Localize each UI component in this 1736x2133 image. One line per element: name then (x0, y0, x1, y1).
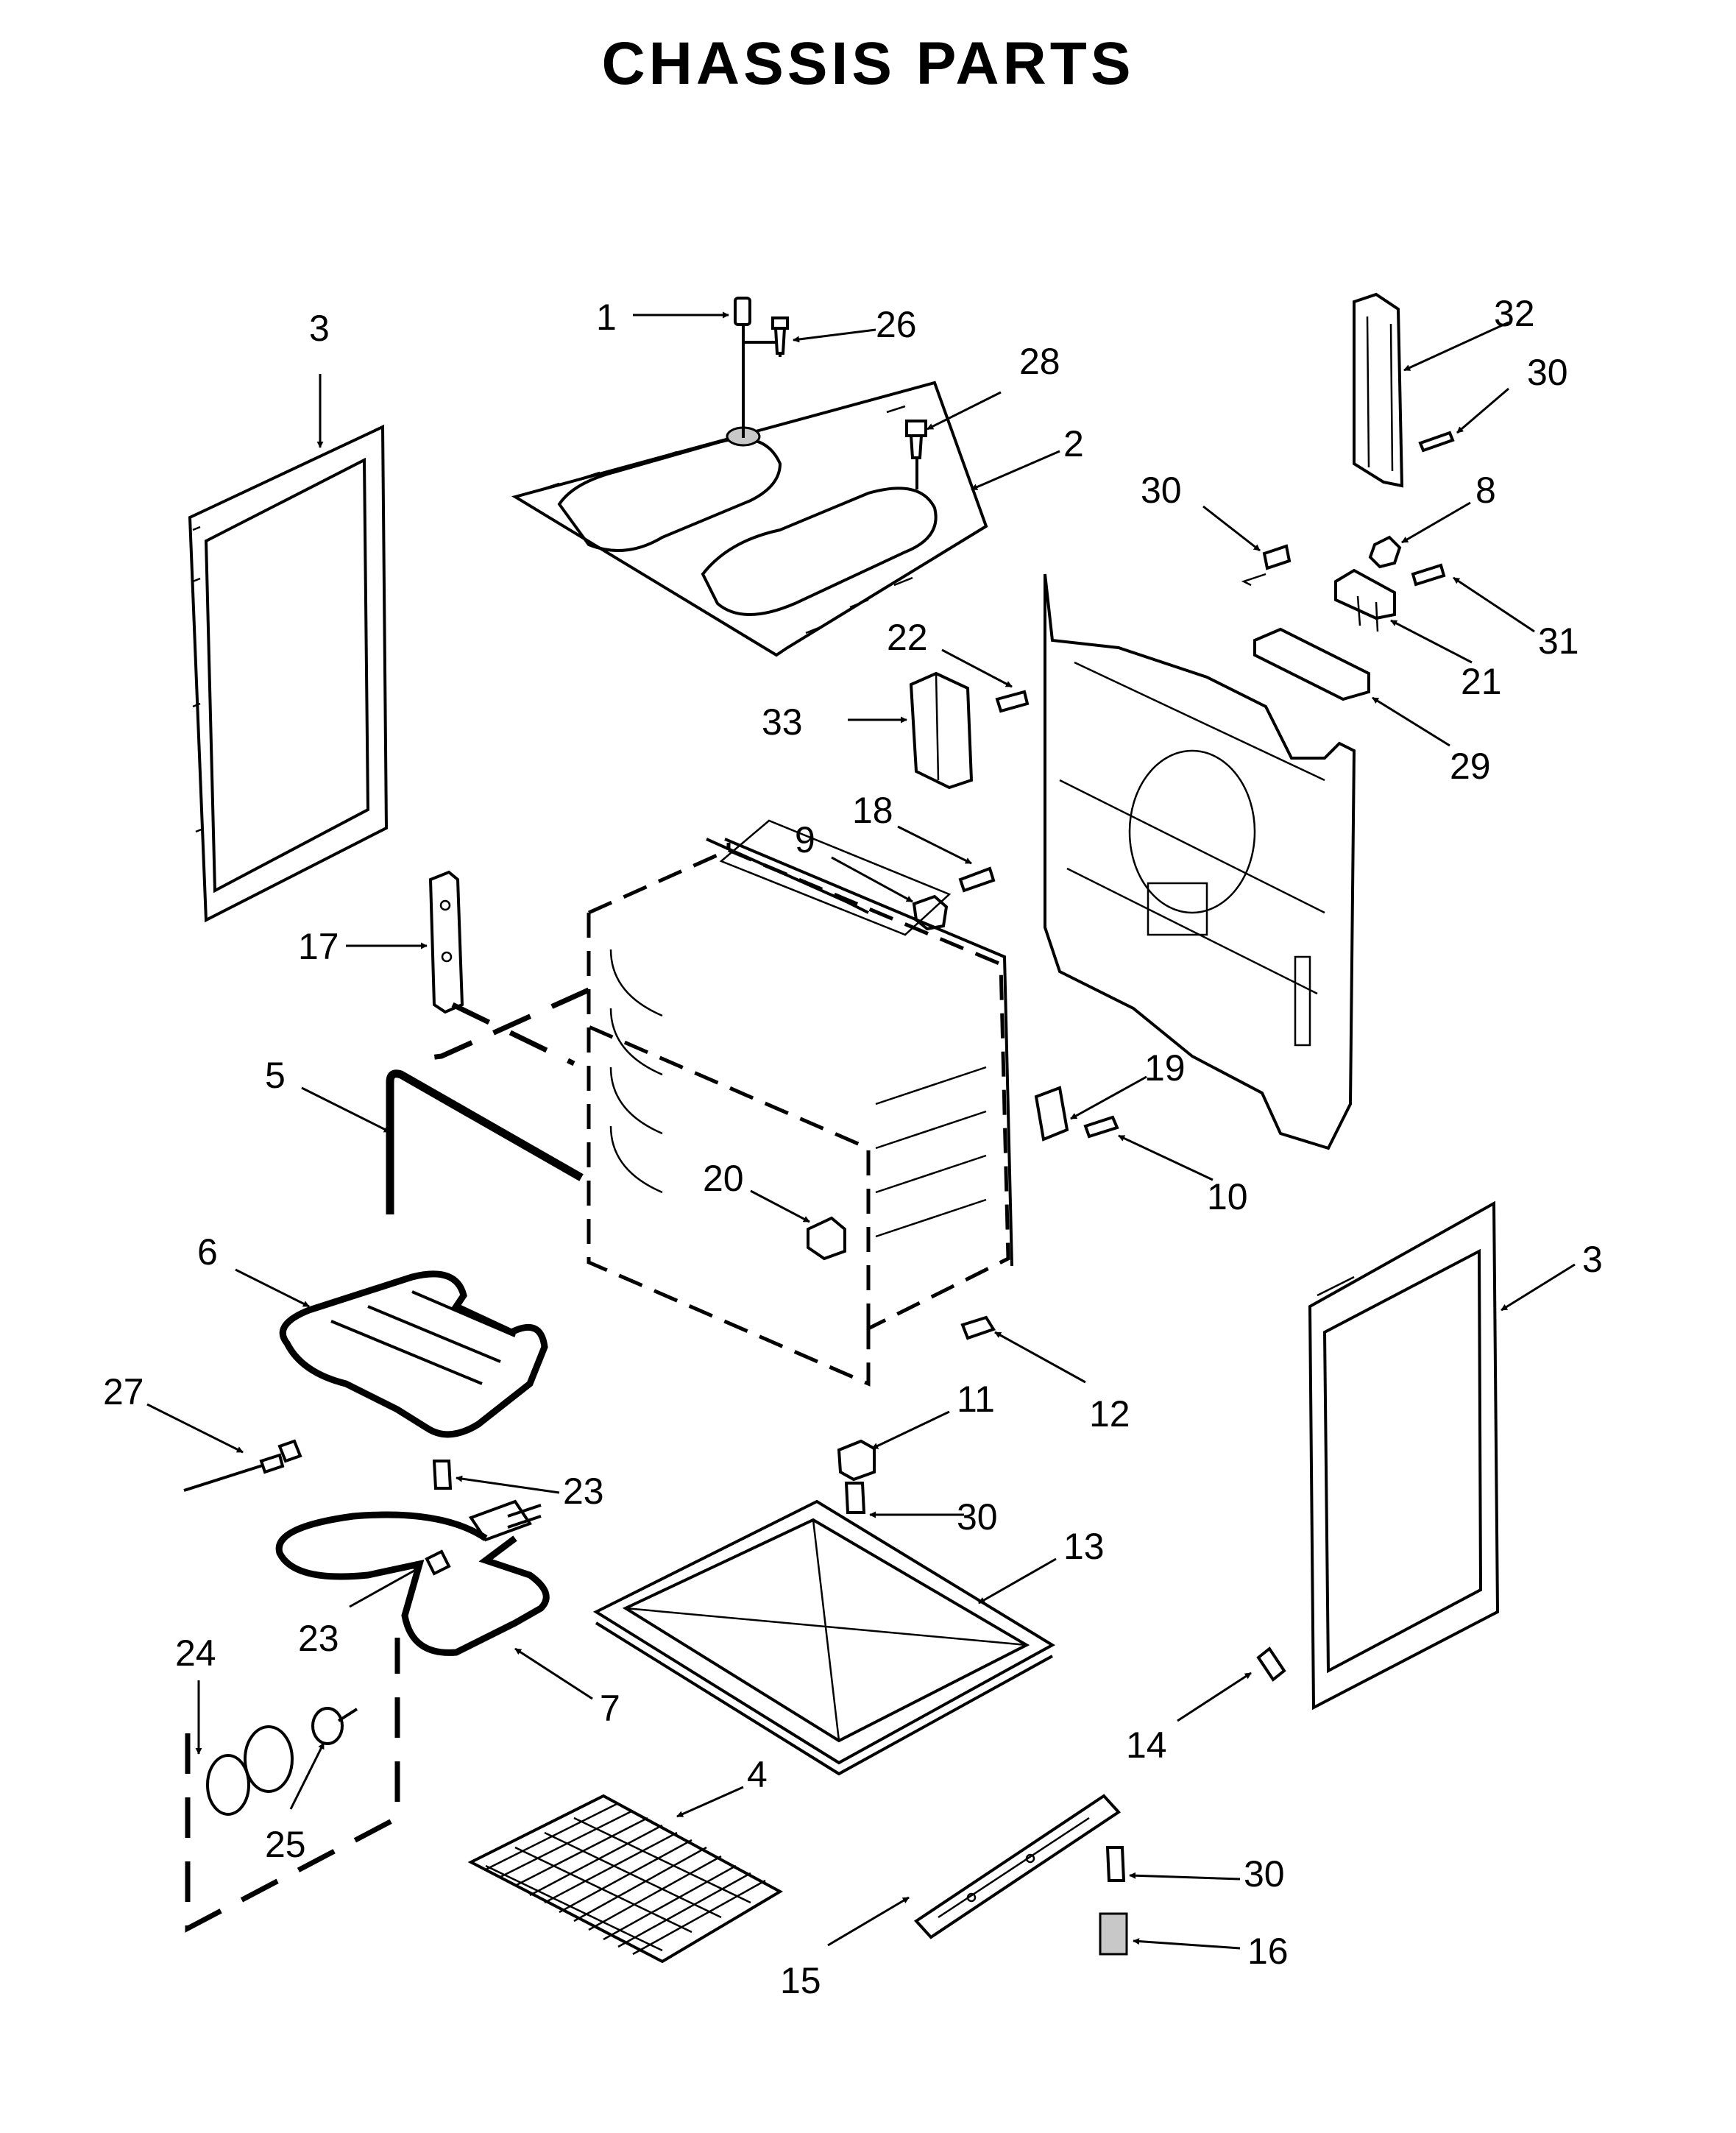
hinge-bracket-part-17 (428, 870, 464, 1014)
nut-part-8 (1368, 535, 1402, 569)
callout-label-1: 1 (596, 297, 617, 338)
callout-label-8: 8 (1475, 470, 1496, 511)
callout-label-2: 2 (1063, 423, 1084, 464)
callout-label-30-upper: 30 (1527, 352, 1568, 393)
clip-part-21 (1334, 568, 1396, 632)
callout-label-23-upper: 23 (563, 1471, 604, 1512)
callout-label-33: 33 (762, 701, 803, 743)
side-panel-right (1308, 1200, 1500, 1711)
clip-part-20 (807, 1216, 846, 1261)
oven-cavity (411, 819, 1013, 1387)
screw-part-30-lower (844, 1482, 866, 1514)
gasket-part-5 (386, 1069, 584, 1214)
sensor-part-27 (183, 1439, 302, 1492)
callout-label-19: 19 (1144, 1047, 1186, 1089)
page-title: CHASSIS PARTS (601, 30, 1135, 97)
callout-label-31: 31 (1538, 620, 1579, 662)
part-11-connector (837, 1439, 876, 1482)
callout-label-9: 9 (795, 819, 815, 860)
bracket-part-15 (913, 1794, 1122, 1939)
lamp-assembly-part-24 (185, 1638, 400, 1933)
callout-leaders (146, 311, 1576, 1950)
screw-part-26 (771, 316, 789, 355)
callout-label-13: 13 (1063, 1526, 1105, 1567)
screw-part-30-bottom (1105, 1846, 1126, 1882)
callout-label-14: 14 (1126, 1725, 1167, 1766)
callout-label-16: 16 (1247, 1931, 1289, 1972)
callout-label-23-lower: 23 (298, 1618, 339, 1659)
side-panel-left (188, 424, 389, 923)
screw-part-23-upper (432, 1460, 453, 1490)
callout-label-11: 11 (957, 1379, 995, 1420)
callout-label-7: 7 (600, 1688, 620, 1729)
callout-label-17: 17 (298, 926, 339, 967)
callout-label-26: 26 (876, 304, 917, 345)
callout-label-20: 20 (703, 1158, 744, 1199)
callout-label-28: 28 (1019, 341, 1060, 382)
screw-part-30-side (1241, 544, 1292, 587)
callout-label-30-middle: 30 (957, 1496, 998, 1538)
screw-part-22 (995, 690, 1030, 713)
bottom-panel-part-13 (592, 1499, 1055, 1776)
callout-label-6: 6 (197, 1231, 218, 1273)
callout-label-18: 18 (852, 790, 893, 831)
bake-element-part-7 (275, 1499, 550, 1656)
callout-label-10: 10 (1207, 1176, 1248, 1217)
screw-part-31 (1411, 563, 1446, 587)
screw-part-23-lower (425, 1549, 451, 1576)
screw-part-12 (960, 1315, 996, 1340)
bracket-part-29 (1253, 627, 1370, 701)
callout-labels: 1 2 3 3 4 5 6 7 8 9 10 11 12 13 14 15 16… (103, 293, 1603, 2001)
callout-label-29: 29 (1450, 746, 1491, 787)
callout-label-22: 22 (887, 617, 928, 658)
bracket-part-32 (1353, 292, 1404, 488)
screw-part-10 (1083, 1115, 1119, 1139)
callout-label-24: 24 (175, 1633, 216, 1674)
callout-label-27: 27 (103, 1371, 144, 1412)
screw-part-18 (958, 866, 996, 893)
clip-part-14 (1256, 1646, 1286, 1682)
callout-label-3-right: 3 (1582, 1239, 1603, 1280)
screw-part-30-upper (1418, 431, 1455, 453)
callout-label-4: 4 (747, 1754, 768, 1795)
bolt-part-28 (905, 420, 927, 489)
callout-label-21: 21 (1461, 661, 1502, 702)
callout-label-30-side: 30 (1141, 470, 1182, 511)
callout-label-3-left: 3 (309, 308, 330, 349)
oven-rack-part-4 (467, 1794, 784, 1964)
callout-label-15: 15 (780, 1960, 821, 2001)
leveling-leg-part-16 (1099, 1912, 1128, 1956)
callout-label-32: 32 (1494, 293, 1535, 334)
broil-element-part-6 (279, 1270, 548, 1438)
callout-label-12: 12 (1089, 1393, 1130, 1435)
block-part-33 (909, 671, 974, 790)
callout-label-30-bottom: 30 (1244, 1853, 1285, 1895)
back-panel (1044, 573, 1356, 1150)
clip-part-19 (1034, 1086, 1069, 1142)
callout-label-5: 5 (265, 1055, 286, 1096)
callout-label-25: 25 (265, 1824, 306, 1865)
